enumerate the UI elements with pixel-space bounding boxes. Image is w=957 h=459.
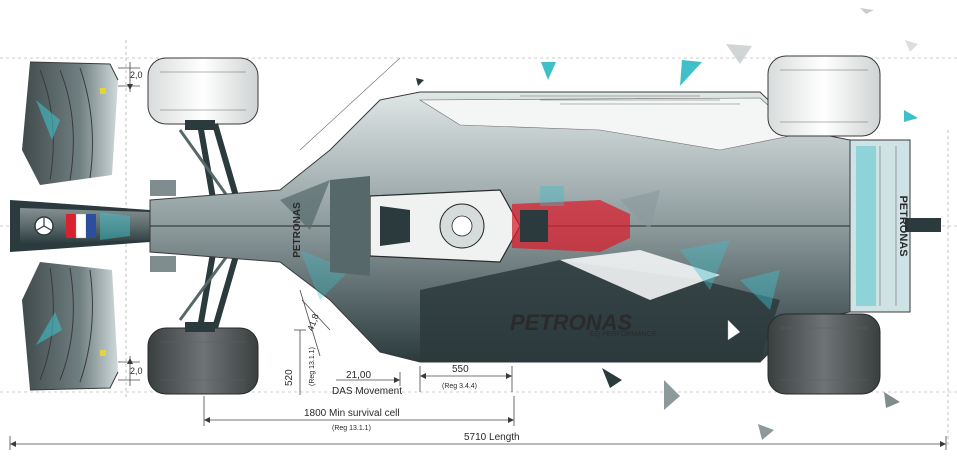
dimension-wing-clearance-bottom: 2,0 bbox=[118, 356, 143, 386]
cockpit bbox=[330, 176, 521, 276]
dimension-height: 520 (Reg 13.1.1) bbox=[284, 329, 316, 395]
wing-clearance-top-label: 2,0 bbox=[130, 70, 143, 80]
nose-cone bbox=[10, 200, 150, 252]
rear-wing bbox=[849, 139, 941, 313]
dimension-angle: 41,8 bbox=[299, 289, 331, 357]
survival-cell-reg-label: (Reg 13.1.1) bbox=[332, 425, 371, 432]
length-label: 5710 Length bbox=[464, 432, 520, 443]
das-movement-label: DAS Movement bbox=[332, 386, 402, 397]
survival-cell-label: 1800 Min survival cell bbox=[304, 408, 400, 419]
width-550-label: 550 bbox=[452, 364, 469, 375]
front-wing bbox=[22, 61, 119, 391]
height-reg-label: (Reg 13.1.1) bbox=[309, 347, 316, 386]
dimension-length: 5710 Length bbox=[9, 432, 947, 450]
front-left-tire bbox=[147, 57, 259, 125]
red-engine-cover-accent bbox=[512, 186, 630, 252]
sidepod-sponsor-text: PETRONAS bbox=[510, 310, 633, 335]
dimension-wing-clearance-top: 2,0 bbox=[118, 62, 143, 92]
nose-sponsor-text: PETRONAS bbox=[292, 202, 303, 258]
dimension-survival-cell: 1800 Min survival cell (Reg 13.1.1) bbox=[203, 396, 515, 432]
height-label: 520 bbox=[284, 369, 295, 386]
rear-left-tire bbox=[767, 55, 881, 137]
rear-wing-sponsor-text: PETRONAS bbox=[897, 195, 909, 256]
dimension-550: 550 (Reg 3.4.4) bbox=[419, 364, 513, 392]
wing-clearance-bottom-label: 2,0 bbox=[130, 366, 143, 376]
performance-text: EQ PERFORMANCE bbox=[590, 331, 657, 338]
width-550-reg-label: (Reg 3.4.4) bbox=[442, 383, 477, 390]
decorative-triangles bbox=[416, 8, 918, 440]
dimension-das: 21,00 DAS Movement bbox=[332, 370, 402, 397]
das-value-label: 21,00 bbox=[346, 370, 371, 381]
front-suspension bbox=[150, 120, 243, 332]
front-right-tire bbox=[147, 327, 259, 395]
rear-right-tire bbox=[767, 313, 881, 395]
